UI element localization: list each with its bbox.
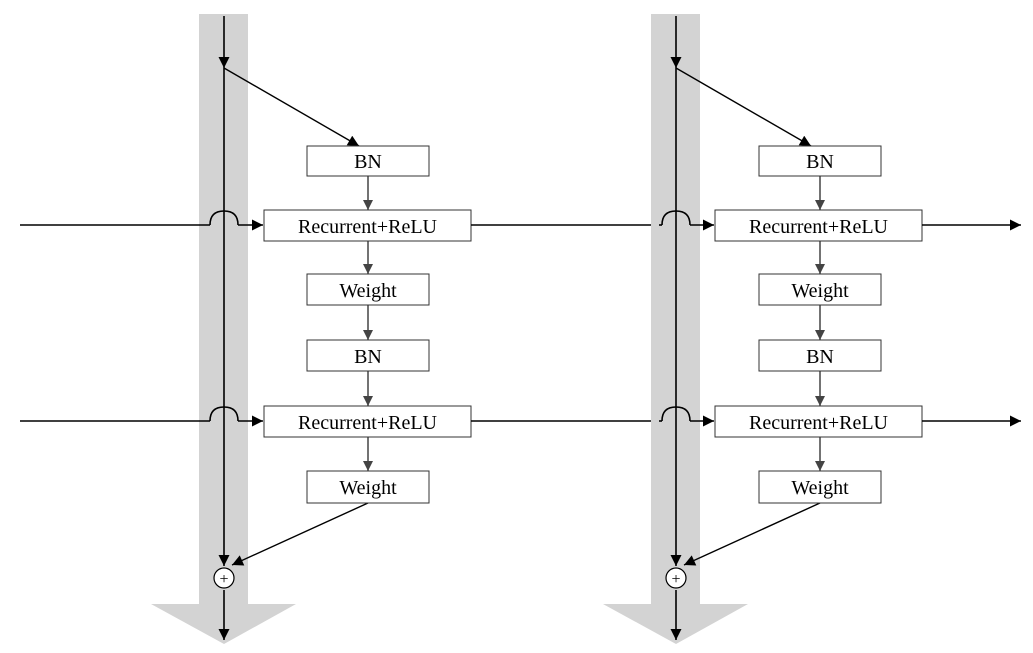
- bn-box: BN: [758, 339, 882, 372]
- weight-label: Weight: [791, 280, 849, 302]
- crossing-hop: [209, 210, 239, 226]
- bn-label: BN: [806, 346, 834, 368]
- residual-block-2: BN Recurrent+ReLU Weight BN Recurrent+Re…: [603, 14, 1021, 644]
- crossing-hop: [661, 406, 691, 422]
- bn-box: BN: [306, 145, 430, 177]
- recurrent-relu-box: Recurrent+ReLU: [714, 405, 923, 438]
- branch-arrow: [223, 67, 360, 147]
- weight-box: Weight: [758, 273, 882, 306]
- plus-symbol: +: [671, 571, 680, 588]
- bn-label: BN: [806, 151, 834, 173]
- branch-arrow: [675, 67, 812, 147]
- weight-label: Weight: [791, 477, 849, 499]
- crossing-hop: [661, 210, 691, 226]
- recurrent-relu-box: Recurrent+ReLU: [263, 405, 472, 438]
- bn-label: BN: [354, 346, 382, 368]
- skip-return-arrow: [231, 502, 369, 566]
- sum-node: +: [665, 567, 687, 589]
- bn-box: BN: [758, 145, 882, 177]
- bn-box: BN: [306, 339, 430, 372]
- weight-box: Weight: [306, 470, 430, 504]
- recurrent-relu-label: Recurrent+ReLU: [298, 216, 438, 238]
- skip-return-arrow: [683, 502, 821, 566]
- plus-symbol: +: [219, 571, 228, 588]
- recurrent-relu-label: Recurrent+ReLU: [298, 412, 438, 434]
- recurrent-relu-box: Recurrent+ReLU: [714, 209, 923, 242]
- recurrent-relu-label: Recurrent+ReLU: [749, 216, 889, 238]
- crossing-hop: [209, 406, 239, 422]
- weight-label: Weight: [339, 477, 397, 499]
- weight-label: Weight: [339, 280, 397, 302]
- sum-node: +: [213, 567, 235, 589]
- residual-block-1: BN Recurrent+ReLU Weight BN Recurrent+Re…: [20, 14, 659, 644]
- recurrent-relu-label: Recurrent+ReLU: [749, 412, 889, 434]
- weight-box: Weight: [306, 273, 430, 306]
- weight-box: Weight: [758, 470, 882, 504]
- recurrent-relu-box: Recurrent+ReLU: [263, 209, 472, 242]
- bn-label: BN: [354, 151, 382, 173]
